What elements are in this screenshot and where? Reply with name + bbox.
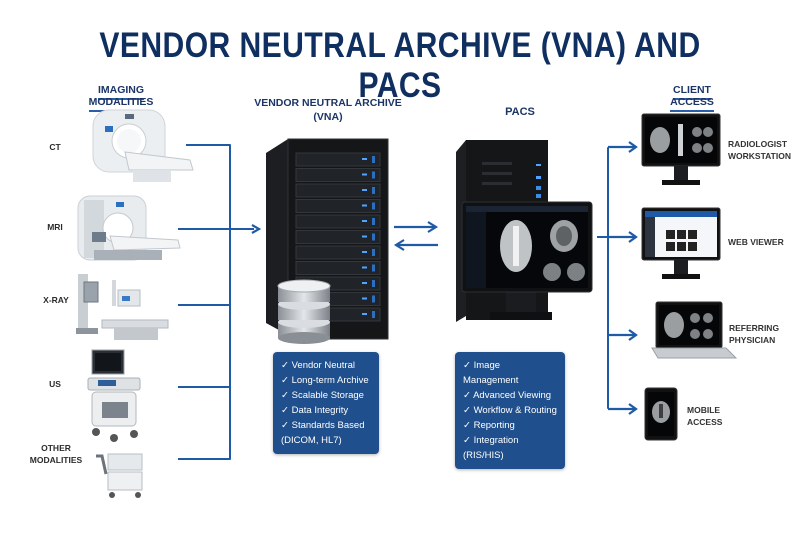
rack-unit bbox=[295, 168, 381, 182]
tablet-icon bbox=[644, 387, 678, 441]
modality-bus-line bbox=[229, 144, 231, 460]
modality-label-ct: CT bbox=[49, 142, 61, 152]
vna-feature-item: Scalable Storage bbox=[281, 388, 371, 403]
modality-label-mri: MRI bbox=[47, 222, 63, 232]
vna-heading-line2: (VNA) bbox=[313, 111, 343, 123]
rack-led bbox=[372, 233, 375, 241]
rack-led bbox=[362, 173, 367, 176]
client-label-web-viewer: WEB VIEWER bbox=[728, 236, 784, 248]
database-icon bbox=[277, 279, 331, 344]
web-viewer-monitor-icon bbox=[641, 207, 721, 279]
rack-led bbox=[362, 235, 367, 238]
connector-mri bbox=[178, 228, 230, 230]
ct-scanner-icon bbox=[92, 109, 194, 182]
pacs-workstation-icon bbox=[456, 140, 593, 322]
rack-led bbox=[372, 249, 375, 256]
rack-led bbox=[362, 158, 367, 160]
vna-feature-item: Standards Based (DICOM, HL7) bbox=[281, 418, 371, 448]
arrow-to-workstation-icon bbox=[608, 141, 638, 153]
rack-led bbox=[362, 251, 367, 253]
clients-heading-text: CLIENT ACCESS bbox=[670, 84, 714, 112]
rack-led bbox=[372, 295, 375, 303]
vna-feature-item: Data Integrity bbox=[281, 403, 371, 418]
rack-led bbox=[362, 313, 367, 315]
client-label-mobile-access: MOBILE ACCESS bbox=[687, 404, 722, 428]
xray-machine-icon bbox=[76, 274, 169, 340]
client-label-line1: RADIOLOGIST bbox=[728, 139, 788, 149]
rack-led bbox=[372, 171, 375, 179]
rack-led bbox=[362, 220, 367, 222]
rack-led bbox=[362, 297, 367, 300]
modalities-heading: IMAGING MODALITIES bbox=[68, 84, 174, 112]
rack-led bbox=[362, 266, 367, 269]
pacs-feature-item: Reporting bbox=[463, 418, 557, 433]
client-label-line1: WEB VIEWER bbox=[728, 237, 784, 247]
connector-other bbox=[178, 458, 230, 460]
clients-heading: CLIENT ACCESS bbox=[650, 84, 734, 112]
workstation-monitor-icon bbox=[641, 113, 721, 185]
rack-unit bbox=[295, 199, 381, 213]
rack-led bbox=[362, 282, 367, 284]
pacs-feature-item: Image Management bbox=[463, 358, 557, 388]
vna-heading-line1: VENDOR NEUTRAL ARCHIVE bbox=[254, 97, 402, 109]
arrow-to-laptop-icon bbox=[608, 329, 638, 341]
connector-ct bbox=[186, 144, 230, 146]
rack-unit bbox=[295, 214, 381, 229]
connector-xray bbox=[178, 304, 230, 306]
rack-led bbox=[362, 204, 367, 207]
client-bus-line bbox=[607, 147, 609, 409]
client-label-radiologist-workstation: RADIOLOGIST WORKSTATION bbox=[728, 138, 791, 162]
rack-led bbox=[362, 189, 367, 191]
rack-led bbox=[372, 218, 375, 225]
client-label-line2: WORKSTATION bbox=[728, 151, 791, 161]
client-label-line1: REFERRING bbox=[729, 323, 780, 333]
rack-unit bbox=[295, 152, 381, 167]
rack-led bbox=[372, 311, 375, 318]
client-label-line1: MOBILE bbox=[687, 405, 721, 415]
vna-feature-item: Long-term Archive bbox=[281, 373, 371, 388]
rack-unit bbox=[295, 245, 381, 260]
rack-led bbox=[372, 202, 375, 210]
client-label-referring-physician: REFERRING PHYSICIAN bbox=[729, 322, 779, 346]
rack-led bbox=[372, 156, 375, 163]
rack-led bbox=[372, 264, 375, 272]
vna-feature-item: Vendor Neutral bbox=[281, 358, 371, 373]
connector-us bbox=[178, 386, 230, 388]
mri-scanner-icon bbox=[77, 195, 181, 261]
page-title: VENDOR NEUTRAL ARCHIVE (VNA) AND PACS bbox=[99, 26, 701, 105]
pacs-features-box: Image Management Advanced Viewing Workfl… bbox=[455, 352, 565, 469]
bus-to-vna-line bbox=[230, 228, 254, 230]
other-modality-icon bbox=[96, 453, 143, 498]
pacs-to-client-bus-line bbox=[597, 236, 608, 238]
laptop-icon bbox=[651, 301, 738, 359]
modality-label-us: US bbox=[49, 379, 61, 389]
pacs-feature-item: Advanced Viewing bbox=[463, 388, 557, 403]
client-label-line2: ACCESS bbox=[687, 417, 723, 427]
modality-label-xray: X-RAY bbox=[43, 295, 69, 305]
modality-label-other: OTHER MODALITIES bbox=[29, 443, 83, 465]
pacs-heading: PACS bbox=[505, 106, 535, 118]
bidirectional-arrows-icon bbox=[393, 221, 439, 251]
vna-heading: VENDOR NEUTRAL ARCHIVE (VNA) bbox=[248, 96, 408, 124]
rack-unit bbox=[295, 183, 381, 198]
rack-unit bbox=[295, 230, 381, 244]
pacs-feature-item: Integration (RIS/HIS) bbox=[463, 433, 557, 463]
modalities-heading-text: IMAGING MODALITIES bbox=[88, 84, 154, 112]
server-rack-icon bbox=[266, 138, 389, 340]
arrow-to-mobile-icon bbox=[608, 403, 638, 415]
ultrasound-cart-icon bbox=[87, 349, 141, 442]
vna-features-box: Vendor Neutral Long-term Archive Scalabl… bbox=[273, 352, 379, 454]
arrow-right-icon bbox=[251, 224, 262, 234]
arrow-to-web-viewer-icon bbox=[608, 231, 638, 243]
rack-unit bbox=[295, 261, 381, 275]
rack-led bbox=[372, 280, 375, 287]
rack-led bbox=[372, 187, 375, 194]
pacs-feature-item: Workflow & Routing bbox=[463, 403, 557, 418]
client-label-line2: PHYSICIAN bbox=[729, 335, 776, 345]
